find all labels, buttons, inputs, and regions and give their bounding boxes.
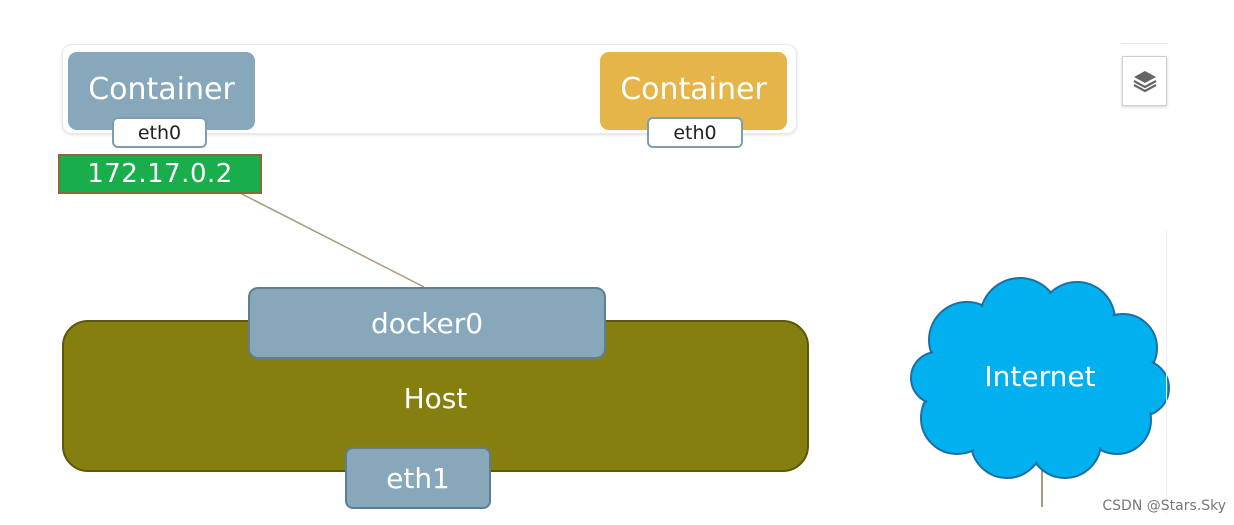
container-left-label: Container xyxy=(88,72,235,107)
container-ip-text: 172.17.0.2 xyxy=(87,159,233,189)
container-right-eth0: eth0 xyxy=(647,117,743,148)
host-eth1-label: eth1 xyxy=(386,461,450,495)
container-left-eth0-label: eth0 xyxy=(137,121,182,144)
container-right: Container xyxy=(600,52,787,130)
docker0-label: docker0 xyxy=(370,306,484,340)
panel-edge xyxy=(1166,230,1167,515)
container-right-eth0-label: eth0 xyxy=(673,121,717,144)
container-right-label: Container xyxy=(620,72,767,107)
container-left-eth0: eth0 xyxy=(112,117,207,148)
container-ip-badge: 172.17.0.2 xyxy=(58,154,262,194)
layers-divider xyxy=(1121,43,1168,44)
layers-icon xyxy=(1132,71,1157,93)
layers-button[interactable] xyxy=(1122,56,1167,106)
host-label: Host xyxy=(403,381,468,415)
watermark: CSDN @Stars.Sky xyxy=(1102,498,1226,514)
internet-label: Internet xyxy=(984,359,1096,393)
bridge-link-line xyxy=(239,192,425,288)
docker0-bridge: docker0 xyxy=(248,287,606,359)
internet-cloud xyxy=(910,277,1170,479)
host-eth1: eth1 xyxy=(345,447,491,509)
